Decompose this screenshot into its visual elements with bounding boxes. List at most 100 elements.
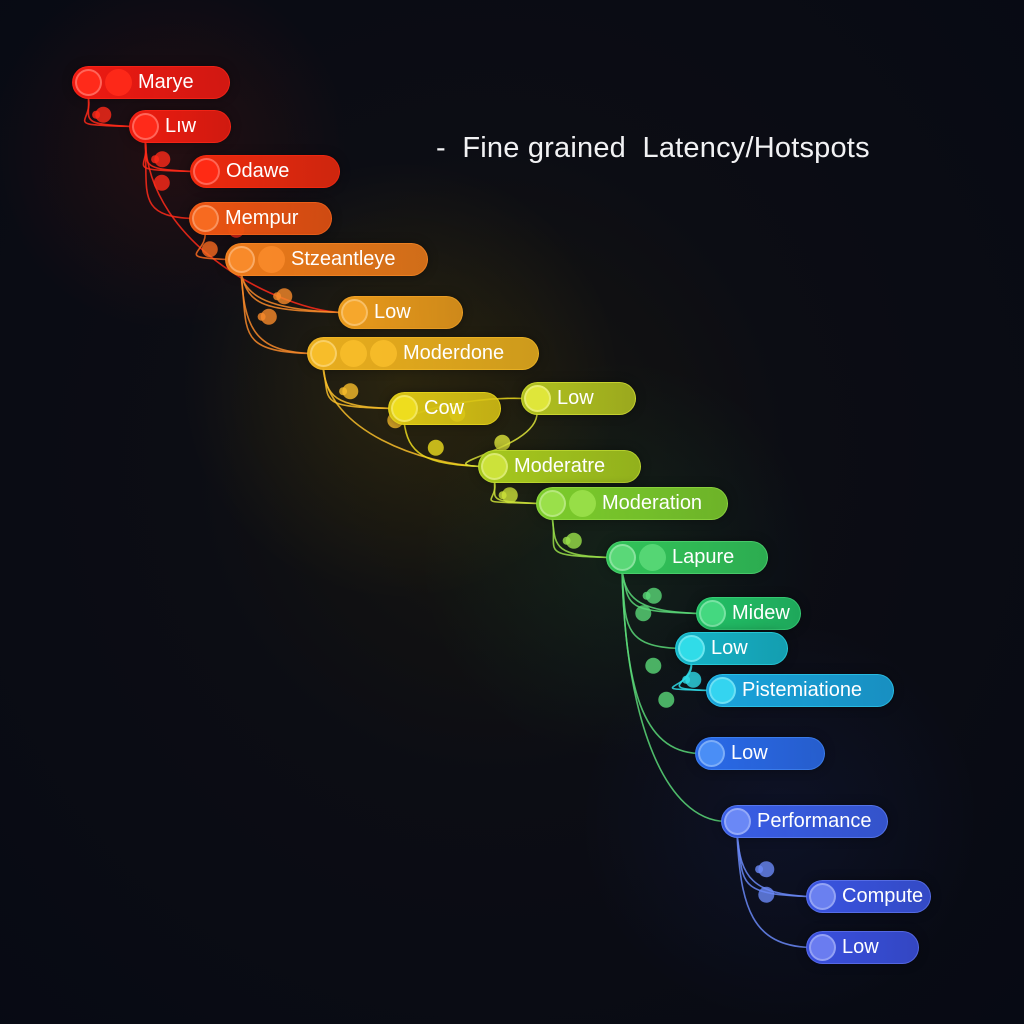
node-port-icon [192, 205, 219, 232]
node-pill[interactable]: Low [806, 931, 919, 964]
connector-line [621, 569, 701, 615]
junction-dot [260, 308, 277, 325]
node-port-icon [132, 113, 159, 140]
junction-dot [342, 383, 359, 400]
node-label: Compute [842, 885, 924, 907]
node-pill[interactable]: Mempur [189, 202, 332, 235]
connector-line [621, 569, 680, 650]
node-pill[interactable]: Marye [72, 66, 230, 99]
connector-line [621, 569, 726, 823]
connector-line [736, 833, 811, 898]
node-pill[interactable]: Moderatre [478, 450, 641, 483]
node-label: Moderatre [514, 455, 606, 477]
junction-dot [645, 587, 662, 604]
node-pill[interactable]: Midew [696, 597, 801, 630]
node-port-icon [310, 340, 337, 367]
status-dot-icon [569, 490, 596, 517]
connector-line [322, 365, 393, 410]
connector-line [621, 569, 701, 615]
diagram-title: - Fine grained Latency/Hotspots [436, 132, 870, 164]
connector-line [551, 515, 611, 559]
node-label: Cow [424, 397, 465, 419]
node-label: Low [374, 301, 411, 323]
node-port-icon [609, 544, 636, 571]
status-dot-icon [258, 246, 285, 273]
junction-dot [154, 151, 171, 168]
node-label: Midew [732, 602, 790, 624]
node-pill[interactable]: Compute [806, 880, 931, 913]
junction-dot [685, 671, 702, 688]
node-label: Lıw [165, 115, 197, 137]
junction-dot [682, 675, 691, 684]
connector-line [671, 660, 711, 692]
junction-dot [339, 387, 348, 396]
node-port-icon [698, 740, 725, 767]
junction-dot [645, 657, 662, 674]
node-pill[interactable]: Odawe [190, 155, 340, 188]
junction-dot [95, 106, 112, 123]
node-pill[interactable]: Low [695, 737, 825, 770]
node-port-icon [724, 808, 751, 835]
junction-dot [257, 312, 266, 321]
node-label: Low [711, 637, 748, 659]
junction-dot [276, 288, 293, 305]
node-port-icon [809, 934, 836, 961]
junction-dot [562, 536, 571, 545]
junction-dot [494, 434, 511, 451]
node-label: Performance [757, 810, 872, 832]
node-port-icon [228, 246, 255, 273]
connector-line [403, 420, 483, 468]
connector-line [240, 271, 343, 314]
node-label: Pistemiatione [742, 679, 863, 701]
node-port-icon [524, 385, 551, 412]
node-port-icon [678, 635, 705, 662]
status-dot-icon [639, 544, 666, 571]
node-pill[interactable]: Moderdone [307, 337, 539, 370]
junction-dot [758, 861, 775, 878]
node-port-icon [699, 600, 726, 627]
node-label: Low [842, 936, 879, 958]
connector-line [736, 833, 811, 949]
node-label: Lapure [672, 546, 735, 568]
junction-dot [642, 591, 651, 600]
node-port-icon [809, 883, 836, 910]
node-pill[interactable]: Performance [721, 805, 888, 838]
connector-line [144, 138, 195, 173]
node-label: Moderation [602, 492, 703, 514]
node-pill[interactable]: Lapure [606, 541, 768, 574]
node-label: Odawe [226, 160, 290, 182]
node-pill[interactable]: Stzeantleye [225, 243, 428, 276]
junction-dot [658, 691, 675, 708]
junction-dot [427, 439, 444, 456]
junction-dot [151, 155, 160, 164]
node-pill[interactable]: Low [675, 632, 788, 665]
node-pill[interactable]: Lıw [129, 110, 231, 143]
junction-dot [758, 886, 775, 903]
node-port-icon [539, 490, 566, 517]
node-port-icon [75, 69, 102, 96]
node-pill[interactable]: Low [338, 296, 463, 329]
node-label: Mempur [225, 207, 299, 229]
node-pill[interactable]: Low [521, 382, 636, 415]
connector-line [195, 230, 230, 261]
connector-line [144, 138, 194, 220]
node-label: Moderdone [403, 342, 505, 364]
connector-line [87, 94, 134, 128]
node-port-icon [193, 158, 220, 185]
node-pill[interactable]: Cow [388, 392, 501, 425]
connector-line [144, 138, 343, 314]
node-port-icon [709, 677, 736, 704]
node-pill[interactable]: Moderation [536, 487, 728, 520]
junction-dot [635, 605, 652, 622]
connector-line [490, 478, 541, 505]
node-label: Marye [138, 71, 194, 93]
node-port-icon [391, 395, 418, 422]
status-dot-icon [340, 340, 367, 367]
status-dot-icon [105, 69, 132, 96]
junction-dot [273, 292, 282, 301]
node-pill[interactable]: Pistemiatione [706, 674, 894, 707]
junction-dot [92, 110, 101, 119]
node-label: Stzeantleye [291, 248, 396, 270]
node-port-icon [481, 453, 508, 480]
junction-dot [498, 491, 507, 500]
